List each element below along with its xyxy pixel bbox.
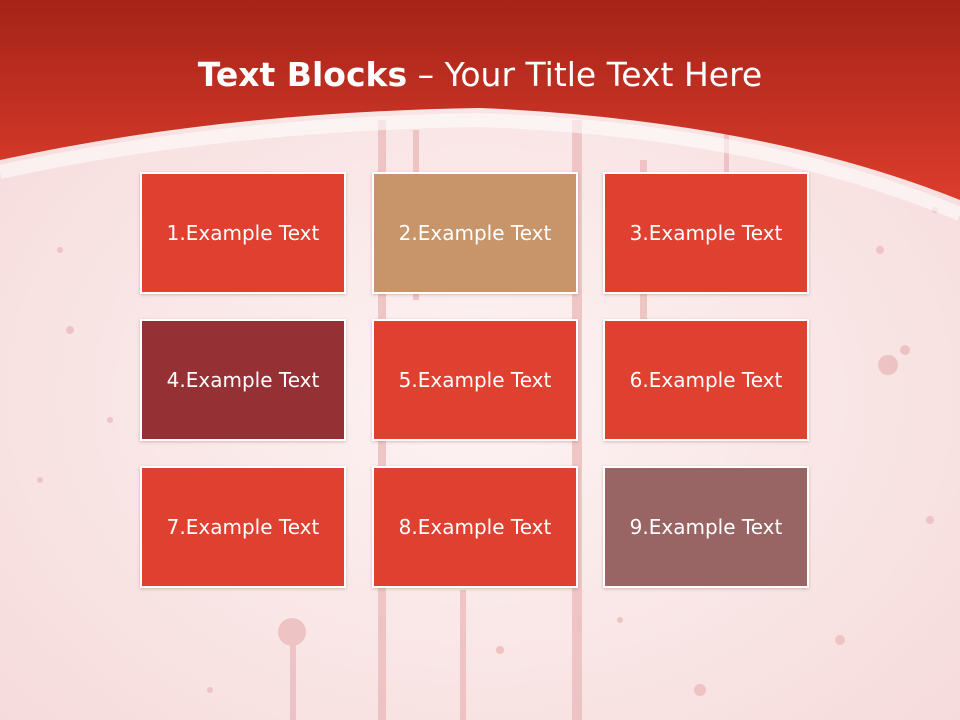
text-block-label: 9.Example Text [629,515,783,539]
text-block-9[interactable]: 9.Example Text [603,466,809,588]
title-bold: Text Blocks [197,55,408,94]
title-dash: – [407,55,445,94]
text-block-3[interactable]: 3.Example Text [603,172,809,294]
text-block-label: 3.Example Text [629,221,783,245]
text-block-label: 4.Example Text [166,368,320,392]
slide-title: Text Blocks – Your Title Text Here [0,52,960,98]
text-block-4[interactable]: 4.Example Text [140,319,346,441]
text-block-label: 6.Example Text [629,368,783,392]
header-highlight-arc [0,112,960,221]
text-block-2[interactable]: 2.Example Text [372,172,578,294]
text-block-label: 1.Example Text [166,221,320,245]
text-block-label: 5.Example Text [398,368,552,392]
text-block-1[interactable]: 1.Example Text [140,172,346,294]
text-block-label: 7.Example Text [166,515,320,539]
title-rest: Your Title Text Here [444,55,763,94]
text-block-7[interactable]: 7.Example Text [140,466,346,588]
text-block-label: 8.Example Text [398,515,552,539]
text-block-6[interactable]: 6.Example Text [603,319,809,441]
text-block-label: 2.Example Text [398,221,552,245]
text-block-5[interactable]: 5.Example Text [372,319,578,441]
header-band [0,0,960,200]
text-block-8[interactable]: 8.Example Text [372,466,578,588]
